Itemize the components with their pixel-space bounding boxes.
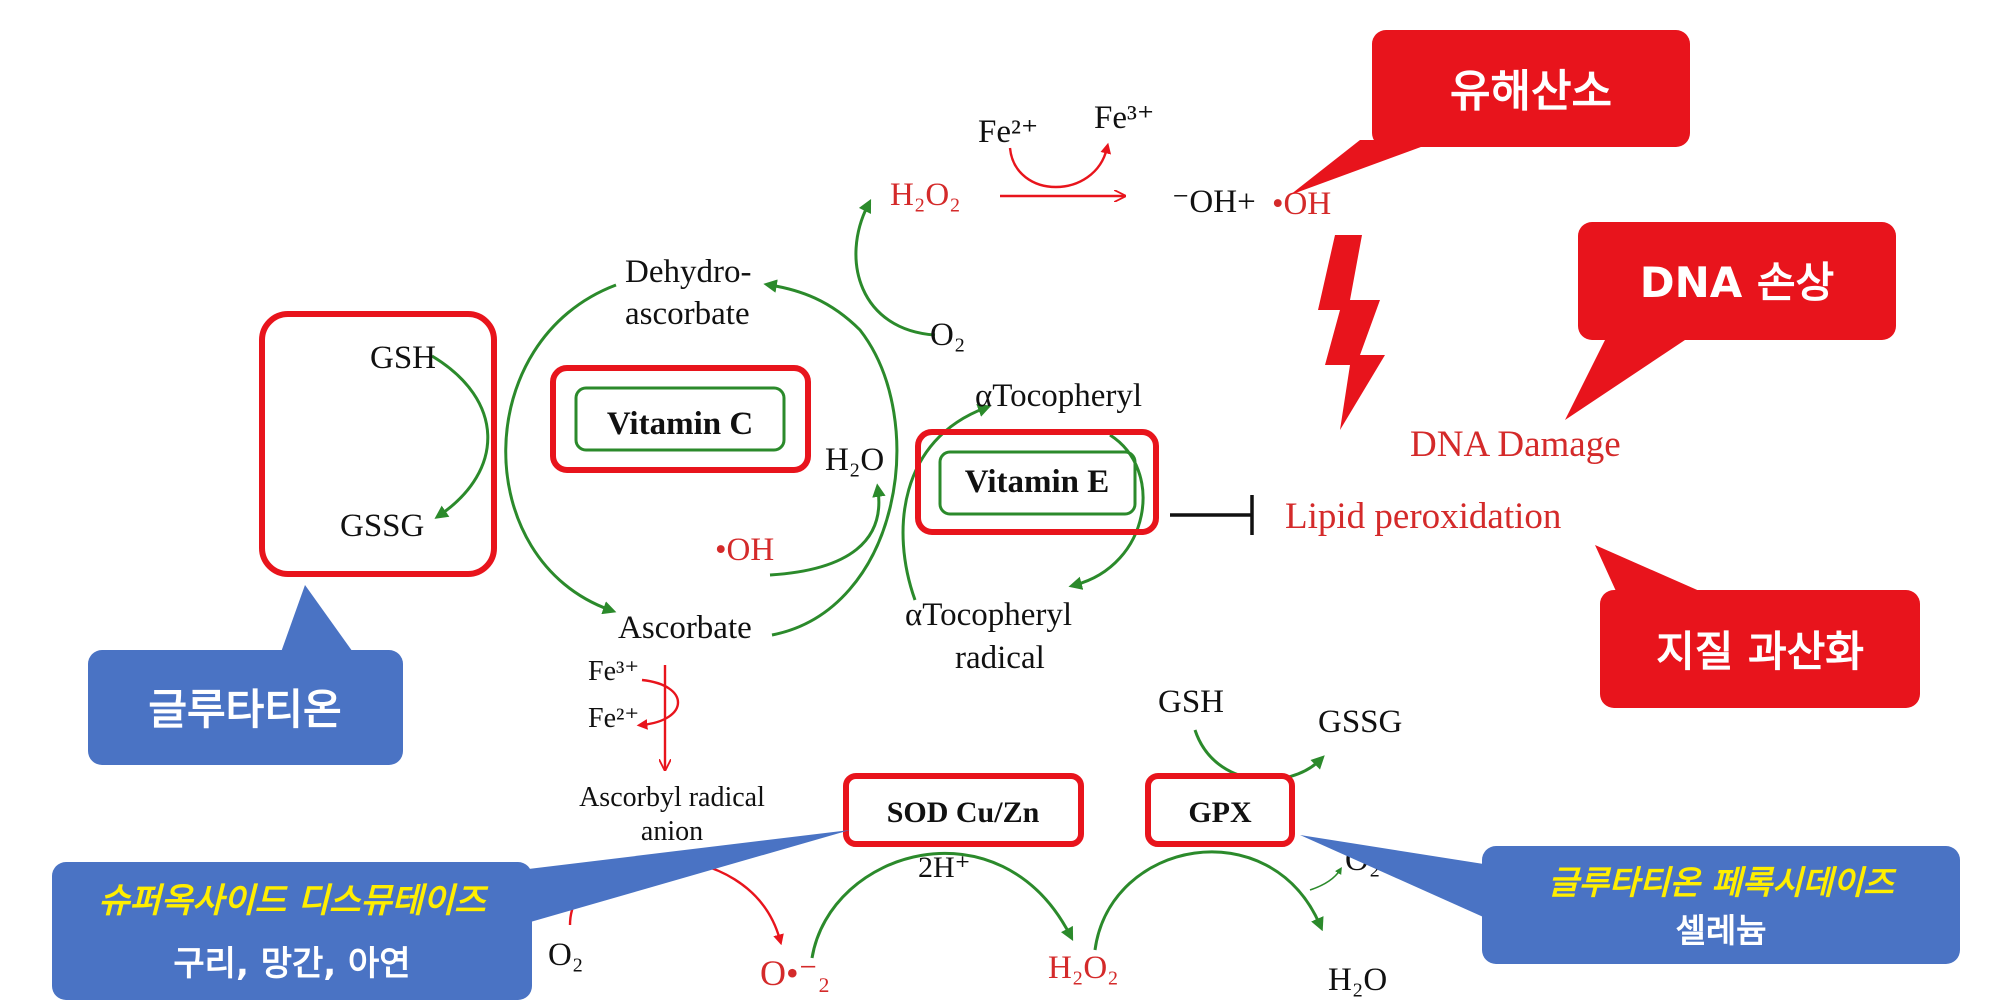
callout-lipid-peroxidation-text: 지질 과산화	[1656, 627, 1864, 676]
callout-glutathione: 글루타티온	[88, 585, 403, 765]
h2o-cycle-label: H₂O	[825, 442, 884, 478]
fe-mid-curl-arrow	[636, 678, 680, 730]
gsh-right-label: GSH	[1158, 684, 1224, 720]
callout-harmful-oxygen-text: 유해산소	[1450, 66, 1612, 117]
oh-radical-label: •OH	[1272, 186, 1331, 222]
h-plus-label: 2H⁺	[918, 851, 971, 884]
sod-arc-arrow	[810, 851, 1074, 959]
fe2-mid-label: Fe²⁺	[588, 703, 639, 734]
ascorbate-to-dehydro-arrow	[763, 279, 899, 637]
callout-dna-damage-text: DNA 손상	[1640, 258, 1834, 307]
callout-glutathione-text: 글루타티온	[148, 685, 341, 734]
dna-damage-label: DNA Damage	[1410, 424, 1621, 465]
h2o-bottom-label: H₂O	[1328, 962, 1387, 998]
o2-release-arrow	[1309, 866, 1342, 891]
lightning-bolt-icon	[1318, 235, 1385, 430]
callout-gpx-title: 글루타티온 페록시데이즈	[1548, 863, 1897, 902]
callout-harmful-oxygen: 유해산소	[1290, 30, 1690, 195]
sod-box: SOD Cu/Zn	[843, 773, 1084, 847]
h2o2-bottom-label: H₂O₂	[1048, 950, 1119, 986]
tocopheryl-regenerate-arrow	[1068, 433, 1145, 590]
callout-lipid-peroxidation: 지질 과산화	[1595, 545, 1920, 708]
dehydro-label-2: ascorbate	[625, 296, 750, 332]
fe3-mid-label: Fe³⁺	[588, 656, 639, 687]
callout-gpx: 글루타티온 페록시데이즈 셀레늄	[1300, 835, 1960, 964]
gssg-right-label: GSSG	[1318, 704, 1402, 740]
inhibition-symbol	[1170, 495, 1254, 535]
oh-radical-left-label: •OH	[715, 532, 774, 568]
fenton-curl-arrow	[1008, 142, 1112, 189]
tocopheryl-bottom-label-1: αTocopheryl	[905, 597, 1072, 633]
gpx-box: GPX	[1145, 773, 1295, 847]
sod-label: SOD Cu/Zn	[887, 796, 1040, 829]
dehydro-label-1: Dehydro-	[625, 254, 751, 290]
vitamin-e-label: Vitamin E	[965, 464, 1110, 500]
ascorbyl-label-2: anion	[641, 816, 703, 847]
gsh-gssg-right-arrow	[1193, 729, 1325, 782]
green-pathways	[431, 198, 1342, 959]
fe2-top-label: Fe²⁺	[978, 114, 1038, 150]
gpx-label: GPX	[1188, 796, 1252, 829]
o2-to-h2o2-arrow	[854, 198, 936, 337]
vitamin-c-label: Vitamin C	[607, 406, 753, 442]
vitamin-c-box: Vitamin C	[550, 365, 811, 473]
callout-sod-sub: 구리, 망간, 아연	[173, 944, 410, 984]
gssg-left-label: GSSG	[340, 508, 424, 544]
lipid-peroxidation-label: Lipid peroxidation	[1285, 496, 1561, 537]
superoxide-label: O•⁻₂	[760, 953, 830, 993]
fe3-top-label: Fe³⁺	[1094, 100, 1154, 136]
glutathione-highlight-box	[259, 311, 497, 577]
oh-minus-label: ⁻OH+	[1172, 184, 1256, 220]
gsh-left-label: GSH	[370, 340, 436, 376]
gsh-to-gssg-arrow	[431, 354, 490, 519]
o2-cycle-label: O₂	[930, 317, 965, 353]
tocopheryl-top-label: αTocopheryl	[975, 378, 1142, 414]
oh-to-h2o-arrow	[769, 483, 886, 577]
gpx-arc-arrow	[1093, 850, 1324, 951]
callout-sod-title: 슈퍼옥사이드 디스뮤테이즈	[98, 881, 489, 921]
callout-gpx-sub: 셀레늄	[1675, 911, 1766, 950]
o2-bottom-left-label: O₂	[548, 937, 583, 973]
callout-sod: 슈퍼옥사이드 디스뮤테이즈 구리, 망간, 아연	[52, 830, 850, 1000]
dehydro-to-ascorbate-arrow	[504, 283, 617, 615]
tocopheryl-radical-arrow	[901, 404, 992, 601]
vitamin-e-box: Vitamin E	[915, 429, 1159, 535]
callout-dna-damage: DNA 손상	[1565, 222, 1896, 420]
ascorbate-label: Ascorbate	[618, 610, 752, 646]
h2o2-top-label: H₂O₂	[890, 177, 961, 213]
ascorbyl-label-1: Ascorbyl radical	[579, 782, 765, 813]
tocopheryl-bottom-label-2: radical	[955, 640, 1045, 676]
